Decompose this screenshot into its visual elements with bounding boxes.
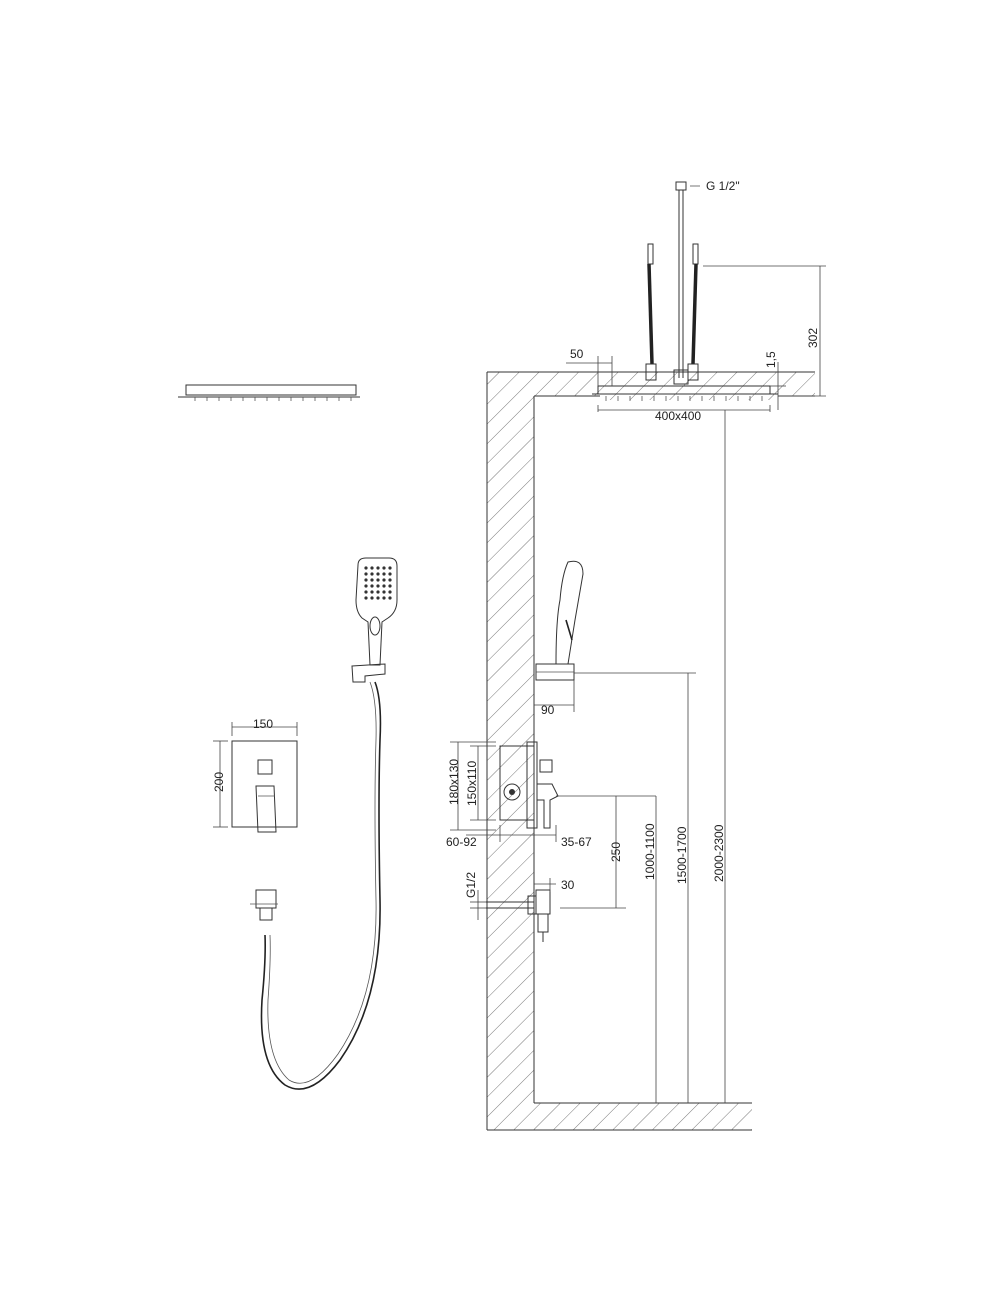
hand-shower-side [535, 560, 584, 681]
dim-1-5-label: 1,5 [764, 351, 778, 368]
mixer-faceplate-front [213, 722, 298, 833]
dim-60-92-label: 60-92 [446, 835, 477, 849]
thread-bottom-label: G1/2 [464, 872, 478, 898]
mixer-body-side [499, 741, 656, 829]
dim-90-lines [534, 680, 575, 712]
wall-outlet-side [486, 889, 551, 942]
hand-shower-front [250, 557, 398, 1090]
outlet-dimension-lines [470, 878, 556, 920]
dim-90-label: 90 [541, 703, 555, 717]
dim-150x110-label: 150x110 [465, 761, 479, 806]
shower-head-side-view [178, 384, 360, 401]
mixer-dimension-lines [450, 741, 557, 842]
wall-section [486, 371, 815, 1131]
ceiling-dimensions [566, 265, 826, 412]
dim-1000-1100-label: 1000-1100 [643, 823, 657, 880]
dim-50-label: 50 [570, 347, 584, 361]
dim-35-67-label: 35-67 [561, 835, 592, 849]
dim-180x130-label: 180x130 [447, 759, 461, 805]
dim-302-label: 302 [806, 328, 820, 348]
dim-250-label: 250 [609, 842, 623, 862]
dim-30-label: 30 [561, 878, 575, 892]
dim-150-label: 150 [253, 717, 273, 731]
thread-top-label: G 1/2" [706, 179, 740, 193]
dim-1500-1700-label: 1500-1700 [675, 826, 689, 884]
dim-400x400-label: 400x400 [655, 409, 701, 423]
dim-2000-2300-label: 2000-2300 [712, 824, 726, 882]
height-dimension-lines [560, 410, 726, 1103]
dim-200-label: 200 [212, 772, 226, 792]
ceiling-shower-head [592, 181, 778, 401]
